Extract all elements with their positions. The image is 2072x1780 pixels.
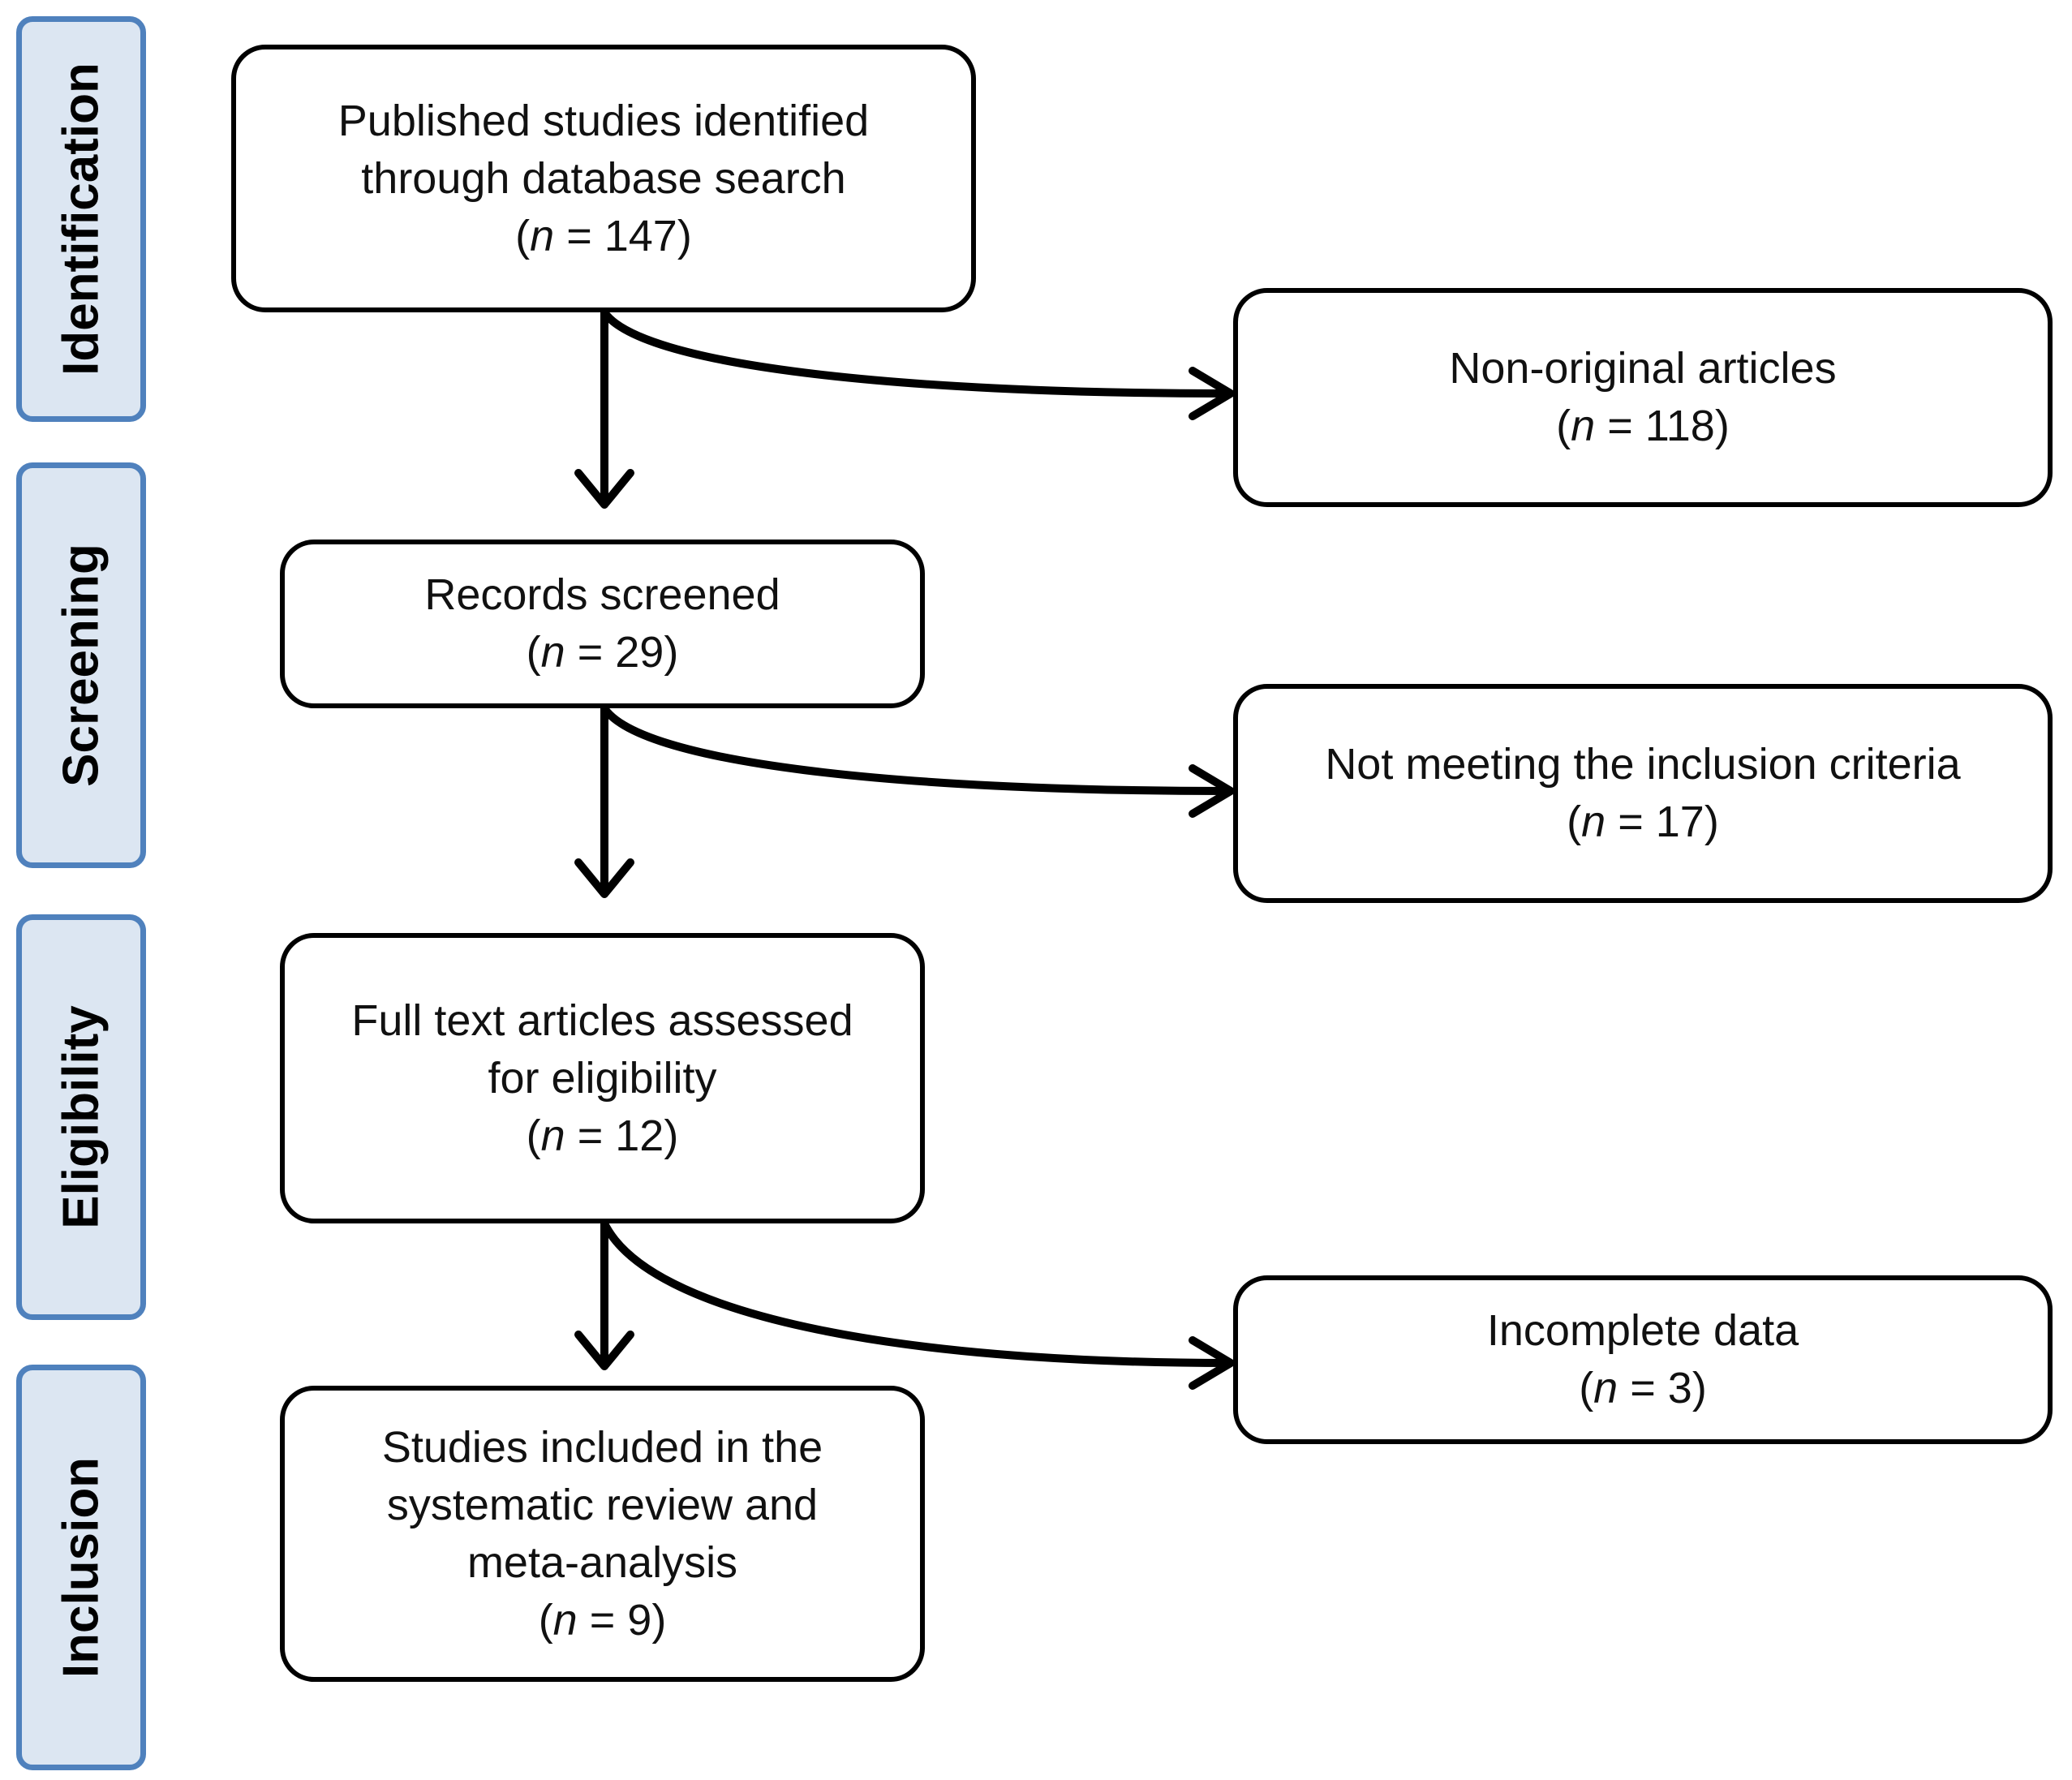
arrowhead-not-meeting (1189, 764, 1235, 818)
arrow-to-not-meeting (600, 704, 1233, 795)
stage-screening: Screening (16, 462, 146, 868)
box-incomplete: Incomplete data (n = 3) (1233, 1275, 2053, 1444)
box-identified-count: (n = 147) (515, 211, 692, 260)
stage-identification: Identification (16, 16, 146, 422)
box-identified: Published studies identified through dat… (231, 45, 976, 312)
arrowhead-incomplete (1189, 1336, 1235, 1390)
box-non-original-count: (n = 118) (1556, 402, 1730, 450)
box-screened-line-1: Records screened (424, 570, 780, 619)
box-assessed-count: (n = 12) (526, 1111, 679, 1160)
arrowhead-non-original (1189, 367, 1235, 420)
box-non-original: Non-original articles (n = 118) (1233, 288, 2053, 507)
box-included-line-1: Studies included in the (381, 1422, 823, 1472)
box-identified-line-1: Published studies identified (337, 96, 870, 145)
box-incomplete-count: (n = 3) (1579, 1364, 1707, 1412)
box-assessed: Full text articles assessed for eligibil… (280, 933, 925, 1223)
box-screened-count: (n = 29) (526, 628, 679, 677)
arrow-to-incomplete (600, 1219, 1233, 1367)
box-included-line-3: meta-analysis (466, 1537, 738, 1587)
arrow-to-non-original (600, 308, 1233, 398)
box-assessed-line-1: Full text articles assessed (351, 995, 853, 1045)
arrowhead-included (574, 1331, 634, 1370)
arrowhead-screened (574, 469, 634, 509)
box-non-original-line-1: Non-original articles (1449, 344, 1837, 393)
box-not-meeting-line-1: Not meeting the inclusion criteria (1325, 740, 1961, 789)
box-not-meeting: Not meeting the inclusion criteria (n = … (1233, 684, 2053, 903)
arrowhead-assessed (574, 858, 634, 898)
box-assessed-line-2: for eligibility (488, 1053, 717, 1103)
stage-inclusion: Inclusion (16, 1365, 146, 1770)
box-included-line-2: systematic review and (386, 1480, 819, 1529)
box-included: Studies included in the systematic revie… (280, 1386, 925, 1682)
box-included-count: (n = 9) (538, 1595, 667, 1645)
stage-eligibility: Eligibility (16, 914, 146, 1320)
box-screened: Records screened (n = 29) (280, 540, 925, 708)
box-not-meeting-count: (n = 17) (1567, 798, 1719, 846)
box-identified-line-2: through database search (361, 153, 846, 203)
box-incomplete-line-1: Incomplete data (1486, 1306, 1799, 1355)
